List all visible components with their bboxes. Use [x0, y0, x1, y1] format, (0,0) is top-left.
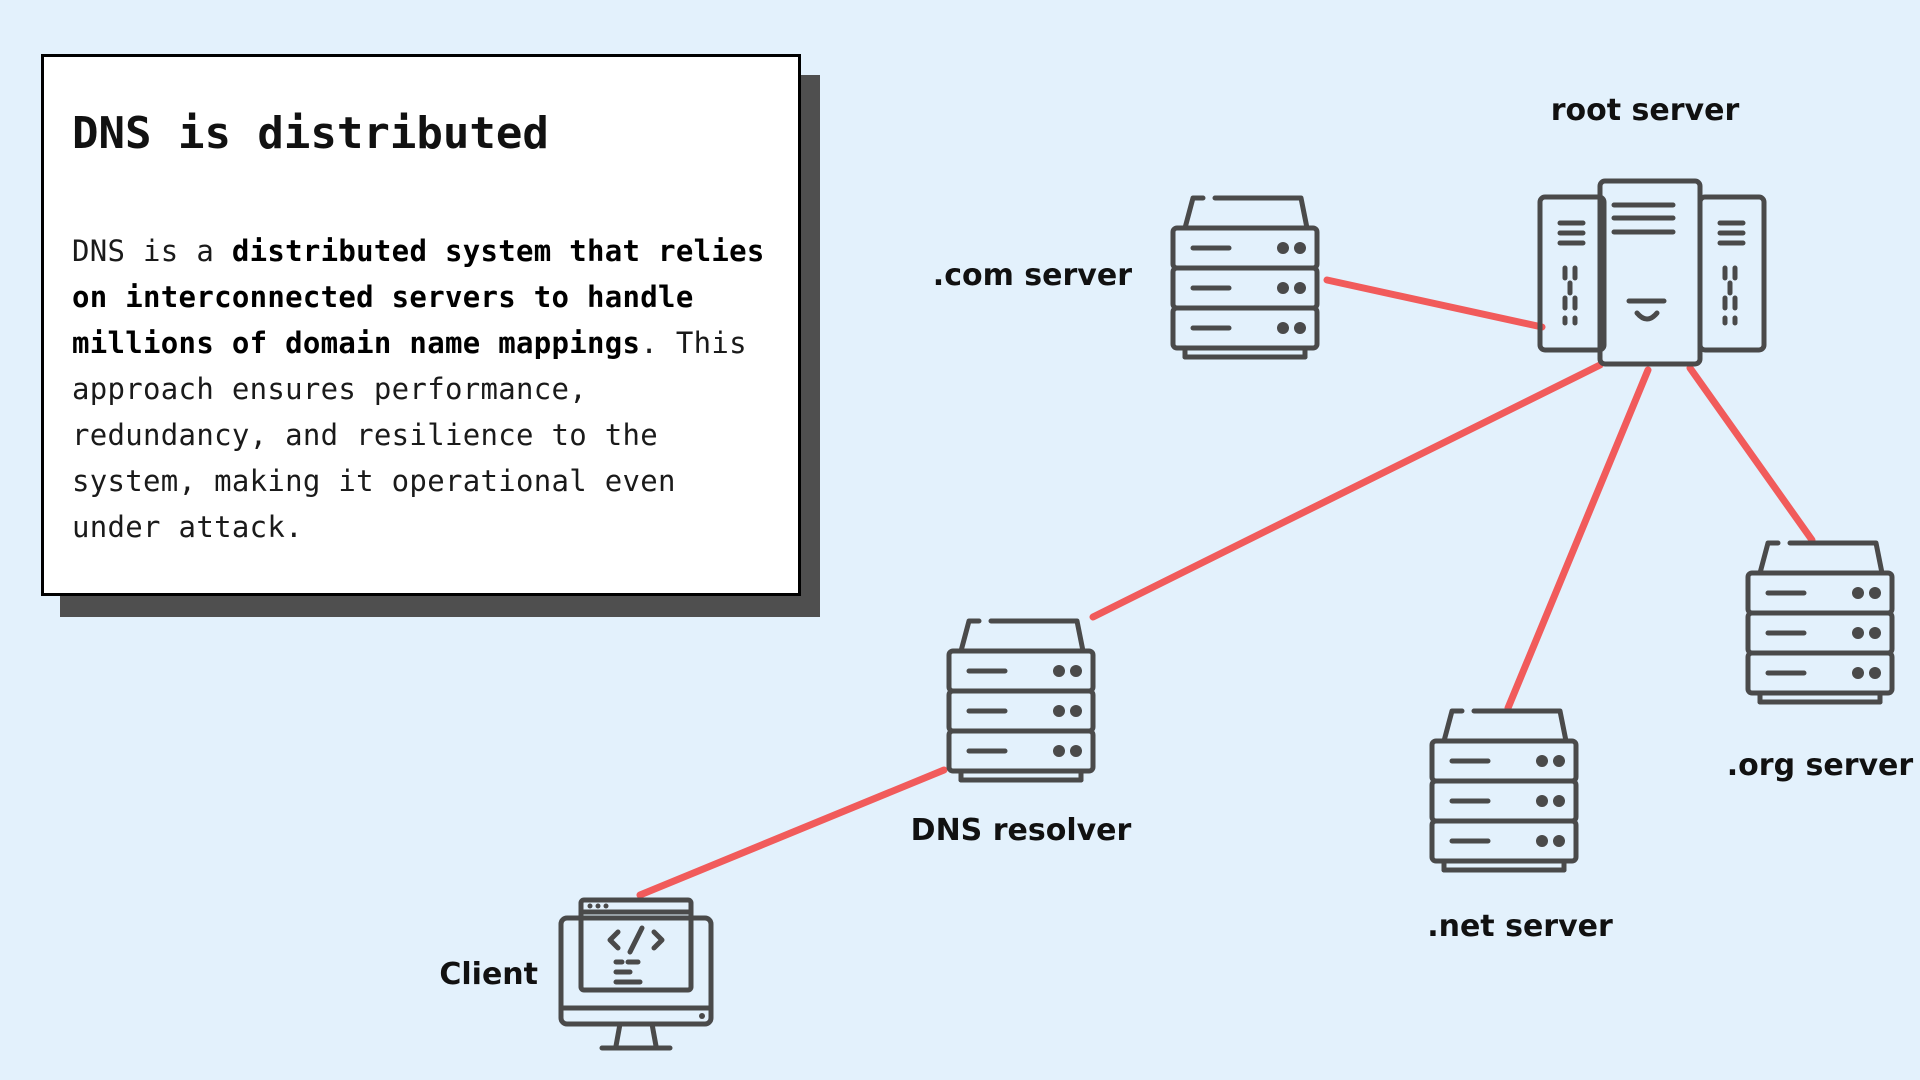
- card-body-rest: . This approach ensures performance, red…: [72, 325, 747, 544]
- card-body-intro: DNS is a: [72, 233, 232, 268]
- link-root-net: [1504, 366, 1652, 712]
- org-server-icon: [1748, 543, 1892, 702]
- link-resolver-client: [636, 766, 948, 899]
- link-root-org: [1686, 364, 1816, 544]
- root-server-label: root server: [1551, 93, 1740, 128]
- client-computer-icon: [558, 897, 714, 1051]
- card-body: DNS is a distributed system that relies …: [72, 228, 768, 550]
- link-root-com: [1323, 276, 1546, 331]
- resolver-label: DNS resolver: [911, 813, 1132, 848]
- com-server-icon: [1173, 198, 1317, 357]
- root-server-icon: [1537, 178, 1767, 367]
- link-root-resolver: [1089, 361, 1604, 621]
- com-server-label: .com server: [933, 258, 1132, 293]
- net-server-label: .net server: [1427, 909, 1613, 944]
- card-title: DNS is distributed: [72, 108, 549, 159]
- net-server-icon: [1432, 711, 1576, 870]
- client-label: Client: [439, 957, 538, 992]
- org-server-label: .org server: [1727, 748, 1914, 783]
- info-card: DNS is distributed DNS is a distributed …: [41, 54, 801, 596]
- card-body-emphasis: distributed system that relies on interc…: [72, 233, 765, 360]
- resolver-server-icon: [949, 621, 1093, 780]
